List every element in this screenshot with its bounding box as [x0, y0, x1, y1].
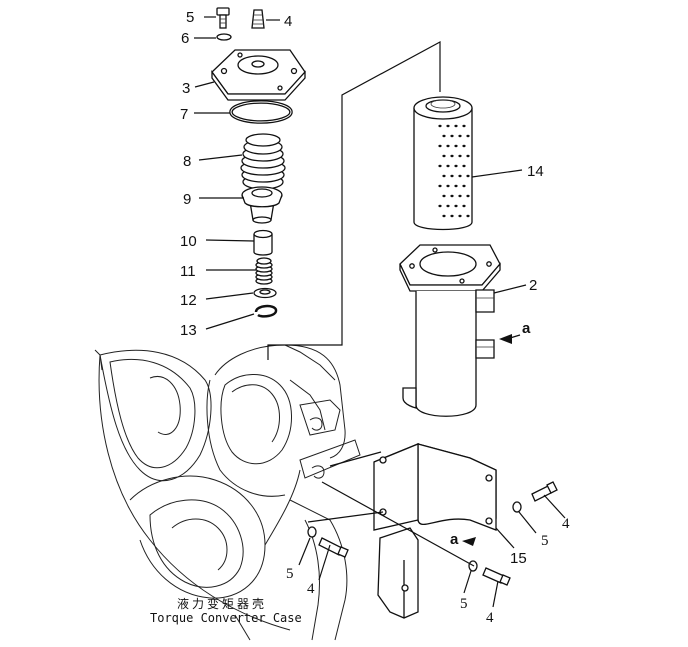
perforation-hole — [454, 164, 458, 168]
perforation-hole — [458, 154, 462, 158]
perforation-hole — [442, 154, 446, 158]
perforation-hole — [438, 124, 442, 128]
perforation-hole — [442, 214, 446, 218]
perforation-hole — [466, 154, 470, 158]
perforation-hole — [466, 134, 470, 138]
perforation-hole — [438, 164, 442, 168]
part-5-bolt-top — [216, 7, 230, 29]
perforation-hole — [458, 174, 462, 178]
perforation-hole — [462, 164, 466, 168]
perforation-hole — [462, 144, 466, 148]
callout-12: 12 — [180, 292, 197, 309]
callout-a-lower: a — [450, 531, 459, 548]
perforation-hole — [462, 184, 466, 188]
part-2-filter-case — [399, 244, 501, 417]
callout-13: 13 — [180, 322, 197, 339]
part-14-filter-element — [413, 96, 473, 231]
part-9-valve — [241, 186, 283, 224]
torque-converter-housing — [94, 344, 361, 641]
callout-6: 6 — [181, 30, 189, 47]
perforation-hole — [438, 144, 442, 148]
perforation-hole — [446, 164, 450, 168]
perforation-hole — [442, 174, 446, 178]
caption-english: Torque Converter Case — [150, 611, 302, 625]
part-15-bracket — [373, 443, 497, 619]
arrow-a-upper — [499, 334, 521, 344]
perforation-hole — [442, 134, 446, 138]
assembly-leader-line — [267, 40, 441, 360]
callout-15: 15 — [510, 550, 527, 567]
part-3-cover — [211, 49, 306, 101]
perforation-hole — [446, 144, 450, 148]
perforation-hole — [466, 214, 470, 218]
callout-5-top: 5 — [186, 9, 194, 26]
perforation-hole — [454, 124, 458, 128]
callout-10: 10 — [180, 233, 197, 250]
callout-8: 8 — [183, 153, 191, 170]
part-12-washer — [253, 287, 277, 299]
perforation-hole — [438, 204, 442, 208]
callout-7: 7 — [180, 106, 188, 123]
assembly-lines — [307, 451, 475, 567]
callout-4-left: 4 — [307, 581, 315, 597]
perforation-hole — [446, 184, 450, 188]
bolt-washer-bottom — [468, 560, 511, 586]
callout-5-left: 5 — [286, 566, 294, 582]
callout-2: 2 — [529, 277, 537, 294]
perforation-hole — [450, 134, 454, 138]
perforation-hole — [450, 214, 454, 218]
perforation-hole — [446, 204, 450, 208]
part-8-spring-stack — [240, 133, 286, 190]
part-10-sleeve — [253, 229, 273, 256]
callout-9: 9 — [183, 191, 191, 208]
perforation-hole — [466, 194, 470, 198]
perforation-hole — [454, 204, 458, 208]
perforation-hole — [458, 134, 462, 138]
perforation-hole — [450, 194, 454, 198]
perforation-hole — [458, 194, 462, 198]
bolt-washer-left — [307, 526, 349, 558]
perforation-hole — [458, 214, 462, 218]
perforation-hole — [438, 184, 442, 188]
part-11-spring — [255, 257, 273, 285]
filter-perforations — [438, 124, 470, 218]
perforation-hole — [450, 154, 454, 158]
perforation-hole — [466, 174, 470, 178]
callout-11: 11 — [180, 263, 196, 280]
perforation-hole — [446, 124, 450, 128]
perforation-hole — [450, 174, 454, 178]
callout-5-right: 5 — [541, 533, 549, 549]
caption-chinese: 液力变矩器壳 — [177, 596, 267, 611]
part-7-o-ring — [229, 100, 293, 124]
arrow-a-lower — [462, 537, 476, 546]
perforation-hole — [454, 144, 458, 148]
callout-5-bottom: 5 — [460, 596, 468, 612]
callout-3: 3 — [182, 80, 190, 97]
part-4-plug-top — [251, 9, 265, 29]
part-13-snap-ring — [254, 304, 278, 318]
perforation-hole — [442, 194, 446, 198]
callout-4-top: 4 — [284, 13, 292, 30]
perforation-hole — [462, 124, 466, 128]
bolt-washer-right — [512, 481, 558, 513]
part-6-washer — [216, 33, 232, 41]
callout-4-right: 4 — [562, 516, 570, 532]
perforation-hole — [454, 184, 458, 188]
callout-4-bottom: 4 — [486, 610, 494, 626]
callout-a-upper: a — [522, 320, 531, 337]
callout-14: 14 — [527, 163, 544, 180]
perforation-hole — [462, 204, 466, 208]
callout-leaders — [194, 16, 566, 608]
